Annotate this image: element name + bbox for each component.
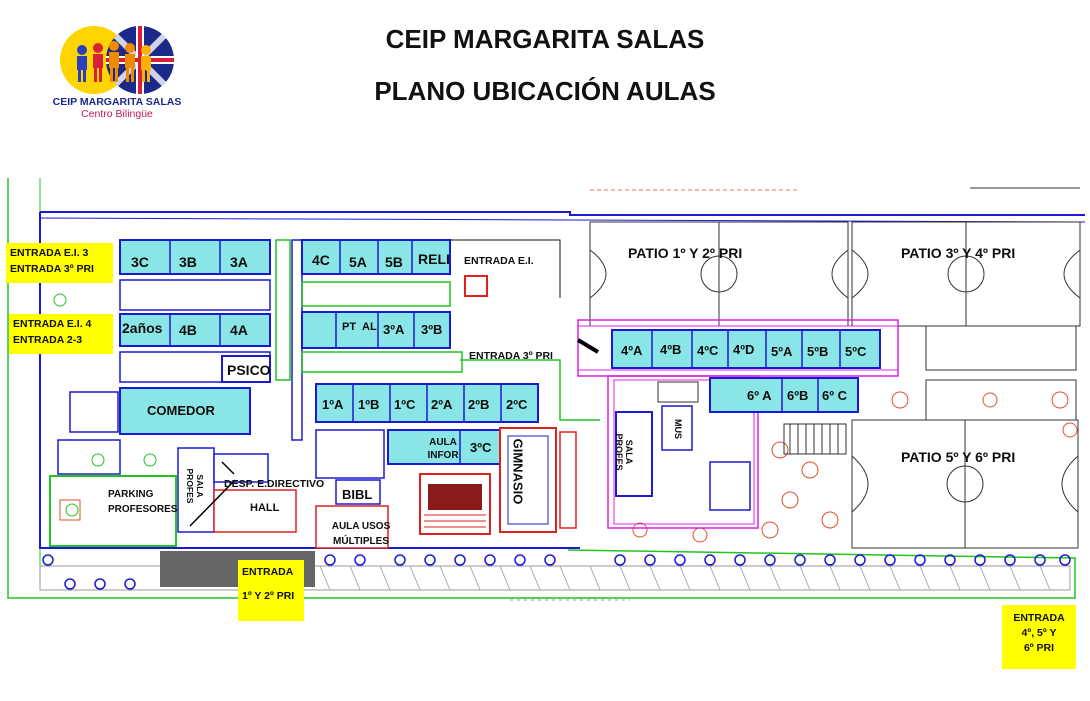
room-aula-usos-multiples: AULA USOS MÚLTIPLES [331, 521, 391, 547]
entrance-label-ei4: ENTRADA E.I. 4 ENTRADA 2-3 [9, 314, 113, 354]
room-sala-profes-main: SALA PROFES [185, 468, 205, 504]
room-5b-pri: 5ºB [807, 344, 829, 359]
patio-1-2: PATIO 1º Y 2º PRI [628, 245, 743, 261]
room-2c: 2ºC [506, 397, 528, 412]
room-3b: 3B [179, 254, 197, 270]
entrance-label-line: ENTRADA E.I. 3 [10, 247, 89, 259]
room-3c-pri: 3ºC [470, 440, 492, 455]
room-1c: 1ºC [394, 397, 416, 412]
room-5a: 5A [349, 254, 367, 270]
children-figures-icon [77, 41, 151, 82]
room-6b-pri: 6ºB [787, 388, 809, 403]
room-psico: PSICO [227, 362, 271, 378]
logo-name: CEIP MARGARITA SALAS [52, 96, 182, 108]
room-3a-pri: 3ºA [383, 322, 405, 337]
room-5c-pri: 5ºC [845, 344, 867, 359]
room-pt: PT [342, 321, 357, 333]
room-sala-profes-primaria: SALA PROFES [614, 433, 634, 471]
entrance-label-line: 4º, 5º Y [1021, 627, 1057, 639]
entrance-label-line: 6º PRI [1023, 642, 1055, 654]
entrance-label-line: 1º Y 2º PRI [242, 590, 295, 602]
room-1a: 1ºA [322, 397, 344, 412]
room-4b-pri: 4ºB [660, 342, 682, 357]
room-6a-pri: 6º A [747, 388, 772, 403]
room-4d-pri: 4ºD [733, 342, 755, 357]
room-musica: MUS [673, 419, 683, 439]
floor-plan [7, 178, 1086, 601]
logo-tagline: Centro Bilingüe [81, 108, 153, 120]
patio-3-4: PATIO 3º Y 4º PRI [901, 245, 1016, 261]
patio-5-6: PATIO 5º Y 6º PRI [901, 449, 1016, 465]
entrance-label-upper: ENTRADA 4º, 5º Y 6º PRI [1002, 605, 1076, 669]
room-aula-infor: AULA INFOR [427, 437, 459, 461]
page-title: CEIP MARGARITA SALAS [385, 24, 705, 54]
entrance-label-main: ENTRADA 1º Y 2º PRI [238, 560, 304, 621]
entrance-label-line: ENTRADA 2-3 [13, 334, 83, 346]
room-biblioteca: BIBL [342, 487, 373, 502]
entrance-label-line: ENTRADA E.I. 4 [13, 318, 92, 330]
room-2a: 2ºA [431, 397, 453, 412]
room-4b: 4B [179, 322, 197, 338]
room-4c-pri: 4ºC [697, 343, 719, 358]
entrance-label-line: ENTRADA 3º PRI [10, 263, 94, 275]
room-6c-pri: 6º C [822, 388, 847, 403]
room-5b: 5B [385, 254, 403, 270]
entrance-label-line: ENTRADA [1013, 612, 1065, 624]
room-2b: 2ºB [468, 397, 490, 412]
page-subtitle: PLANO UBICACIÓN AULAS [374, 76, 716, 106]
room-3b-pri: 3ºB [421, 322, 443, 337]
room-2anos: 2años [122, 320, 163, 336]
area-parking-profesores: PARKING PROFESORES [108, 489, 178, 515]
entrance-ei-label: ENTRADA E.I. [464, 255, 534, 267]
entrance-3-pri-label: ENTRADA 3º PRI [469, 350, 553, 362]
school-logo [60, 26, 174, 94]
room-1b: 1ºB [358, 397, 380, 412]
room-comedor: COMEDOR [147, 403, 215, 418]
entrance-label-ei3: ENTRADA E.I. 3 ENTRADA 3º PRI [6, 243, 113, 283]
room-4a-pri: 4ºA [621, 343, 643, 358]
room-5a-pri: 5ºA [771, 344, 793, 359]
room-reli: RELI [418, 251, 450, 267]
room-al: AL [362, 321, 377, 333]
room-gimnasio: GIMNASIO [510, 438, 526, 505]
room-3a: 3A [230, 254, 248, 270]
entrance-label-line: ENTRADA [242, 566, 294, 578]
room-4a: 4A [230, 322, 248, 338]
room-3c: 3C [131, 254, 149, 270]
room-desp-directivo: DESP. E.DIRECTIVO [224, 478, 325, 490]
room-4c: 4C [312, 252, 330, 268]
room-hall: HALL [250, 502, 280, 514]
